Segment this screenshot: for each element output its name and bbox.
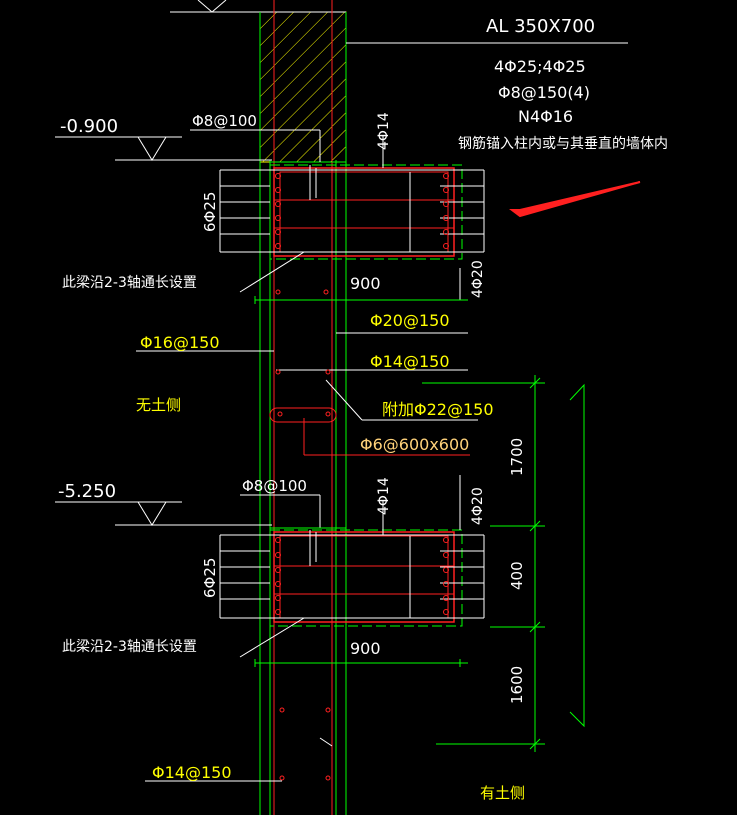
- lower-top-bar-label: 4Φ14: [376, 477, 392, 515]
- added-bars: 附加Φ22@150: [382, 400, 494, 419]
- wall-top-arrow: [211, 0, 227, 13]
- dimension-chain: [422, 375, 545, 752]
- level-lower: -5.250: [58, 481, 116, 502]
- lower-beam-width: 900: [350, 639, 381, 658]
- dimension-1600: 1600: [508, 666, 526, 704]
- dimension-1700: 1700: [508, 438, 526, 476]
- upper-side-bar-label: 6Φ25: [201, 192, 219, 232]
- lower-stirrup-label: Φ8@100: [242, 477, 307, 495]
- lower-side-bar-label: 6Φ25: [201, 558, 219, 598]
- ties-label: Φ6@600x600: [360, 435, 469, 454]
- wall-top-arrow: [197, 0, 213, 13]
- beam-stirrups: Φ8@150(4): [498, 83, 590, 102]
- upper-top-bar-label: 4Φ14: [376, 112, 392, 150]
- upper-stirrup-label: Φ8@100: [192, 112, 257, 130]
- beam-name: AL 350X700: [486, 16, 595, 37]
- tie-bar: [269, 407, 337, 423]
- annotation-arrow-icon: [509, 181, 641, 218]
- leader-added: [325, 379, 363, 421]
- upper-bottom-bar-label: 4Φ20: [470, 260, 486, 298]
- level-marker-lower: [55, 501, 272, 526]
- anchor-note: 钢筋锚入柱内或与其垂直的墙体内: [458, 135, 668, 152]
- level-upper: -0.900: [60, 116, 118, 137]
- beam-main-bars: 4Φ25;4Φ25: [494, 57, 586, 76]
- hatched-wall: [259, 11, 347, 163]
- upper-beam: [219, 135, 485, 304]
- wall-bottom-bars: Φ14@150: [152, 763, 232, 782]
- wall-left-bars: Φ16@150: [140, 333, 220, 352]
- lower-bottom-bar-label: 4Φ20: [470, 487, 486, 525]
- no-soil-side: 无土侧: [136, 396, 181, 414]
- diagonal-mark: [319, 737, 333, 747]
- upper-beam-width: 900: [350, 274, 381, 293]
- soil-side: 有土侧: [480, 784, 525, 802]
- beam-side-bars: N4Φ16: [518, 107, 573, 126]
- upper-beam-note: 此梁沿2-3轴通长设置: [62, 275, 197, 291]
- lower-beam: [219, 475, 485, 781]
- dimension-400: 400: [508, 561, 526, 590]
- wall-right-bars-1: Φ20@150: [370, 311, 450, 330]
- lower-beam-note: 此梁沿2-3轴通长设置: [62, 639, 197, 655]
- soil-line: [569, 383, 585, 728]
- wall-right-bars-2: Φ14@150: [370, 352, 450, 371]
- level-marker-upper: [55, 136, 272, 161]
